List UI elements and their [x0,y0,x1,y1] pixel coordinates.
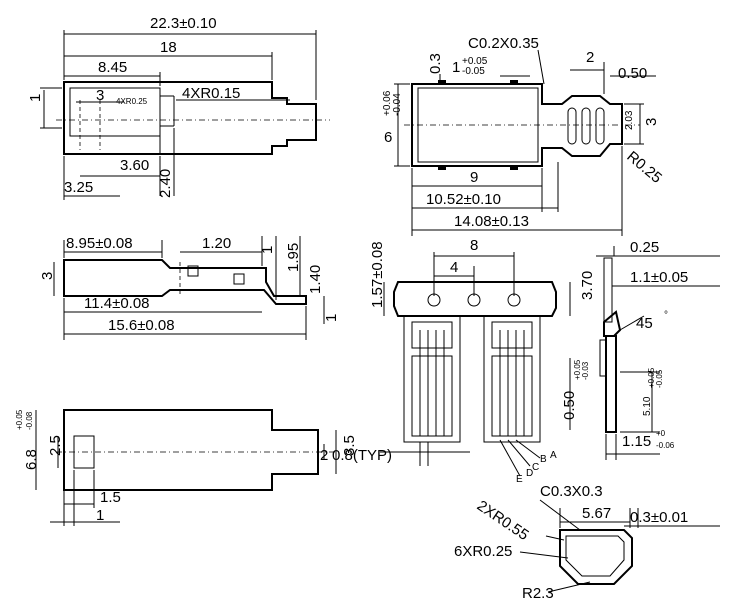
dim-8: 8 [470,237,478,254]
pin-e: E [516,474,523,485]
dim-1052: 10.52±0.10 [426,191,501,208]
dim-length-845: 8.45 [98,59,127,76]
dim-9: 9 [470,169,478,186]
dim-15: 1.5 [100,489,121,506]
tol-p006: +0.06 [382,90,393,116]
bottom-right-view: C0.3X0.3 2XR0.55 5.67 0.3±0.01 6XR0.25 R… [454,483,720,602]
dim-angle: 45 [636,315,653,332]
mid-left-view: 8.95±0.08 1.20 1 1.95 3 1.40 11.4±0.08 1… [39,235,340,340]
pin-group-left [411,321,453,437]
dim-3: 3 [39,272,56,280]
dim-3: 3 [96,87,104,104]
dim-1408: 14.08±0.13 [454,213,529,230]
dim-11: 1.1±0.05 [630,269,688,286]
dim-03: 0.3 [427,53,444,74]
dim-overall-length: 22.3±0.10 [150,15,217,32]
dim-114: 11.4±0.08 [84,295,150,312]
dim-050: 0.50 [561,391,578,420]
dim-325: 3.25 [64,179,93,196]
dim-567: 5.67 [582,505,611,522]
top-left-view: 22.3±0.10 18 8.45 1 3 4XR0.25 4XR0.15 3.… [27,15,330,200]
tol-115p: +0 [656,429,666,438]
dim-chamfer: C0.2X0.35 [468,35,539,52]
tol-510p: +0.05 [647,367,656,388]
dim-510: 5.10 [642,396,653,416]
dim-120: 1.20 [202,235,231,252]
tol-plus: +0.05 [15,409,24,430]
dim-050: 0.50 [618,65,647,82]
tol-minus: -0.08 [25,411,34,430]
tol-m005: -0.05 [462,66,485,77]
dim-115: 1.15 [622,433,651,450]
dim-r23: R2.3 [522,585,554,602]
dim-2: 2 [320,447,328,464]
dim-140: 1.40 [307,265,324,294]
dim-pitch: 0.8(TYP) [332,447,392,464]
dim-1: 1 [27,94,44,102]
dim-360: 3.60 [120,157,149,174]
dim-2xr055: 2XR0.55 [474,497,532,544]
dim-1: 1 [96,507,104,524]
tol-115m: -0.06 [656,441,675,450]
tol-m003: -0.03 [581,361,590,380]
dim-156: 15.6±0.08 [108,317,175,334]
tol-m004: -0.04 [392,93,403,116]
dim-370: 3.70 [579,271,596,300]
pin-b: B [540,454,547,465]
dim-25: 2.5 [47,435,64,456]
pin-group-right [491,321,533,437]
dim-deg: ° [664,310,668,321]
dim-r025: R0.25 [623,148,665,187]
bottom-left-view: 6.8 +0.05 -0.08 2.5 2 3.5 1.5 1 [15,409,358,526]
dim-2: 2 [586,49,594,66]
dim-195: 1.95 [285,243,302,272]
dim-length-18: 18 [160,39,177,56]
dim-4xr025: 4XR0.25 [116,97,148,106]
dim-68: 6.8 [23,449,40,470]
dim-4xr015: 4XR0.15 [182,85,240,102]
dim-03: 0.3±0.01 [630,509,688,526]
dim-chamfer: C0.3X0.3 [540,483,603,500]
mid-right-view: 0.25 1.1±0.05 45 ° 5.10 +0.05 -0.05 1.15… [596,239,720,460]
dim-35: 3.5 [341,435,358,456]
dim-6: 6 [384,129,392,146]
dim-4: 4 [450,259,458,276]
dim-3: 3 [643,118,660,126]
top-right-view: C0.2X0.35 0.3 1 +0.05 -0.05 2 0.50 6 +0.… [382,35,665,236]
dim-1b: 1 [323,314,340,322]
dim-025: 0.25 [630,239,659,256]
pin-d: D [526,468,533,479]
pin-c: C [532,462,539,473]
pin-a: A [550,450,557,461]
dim-6xr025: 6XR0.25 [454,543,512,560]
dim-203: 2.03 [624,110,635,130]
dim-157: 1.57±0.08 [369,241,386,308]
dim-895: 8.95±0.08 [66,235,133,252]
tol-510m: -0.05 [655,369,664,388]
mid-center-view: 1.57±0.08 8 4 3.70 0.50 +0.05 -0.03 0.8(… [332,237,596,485]
tol-p005: +0.05 [573,359,582,380]
tol-p005: +0.05 [462,56,488,67]
dim-1: 1 [452,59,460,76]
dim-240: 2.40 [157,169,174,198]
dim-1: 1 [259,246,276,254]
